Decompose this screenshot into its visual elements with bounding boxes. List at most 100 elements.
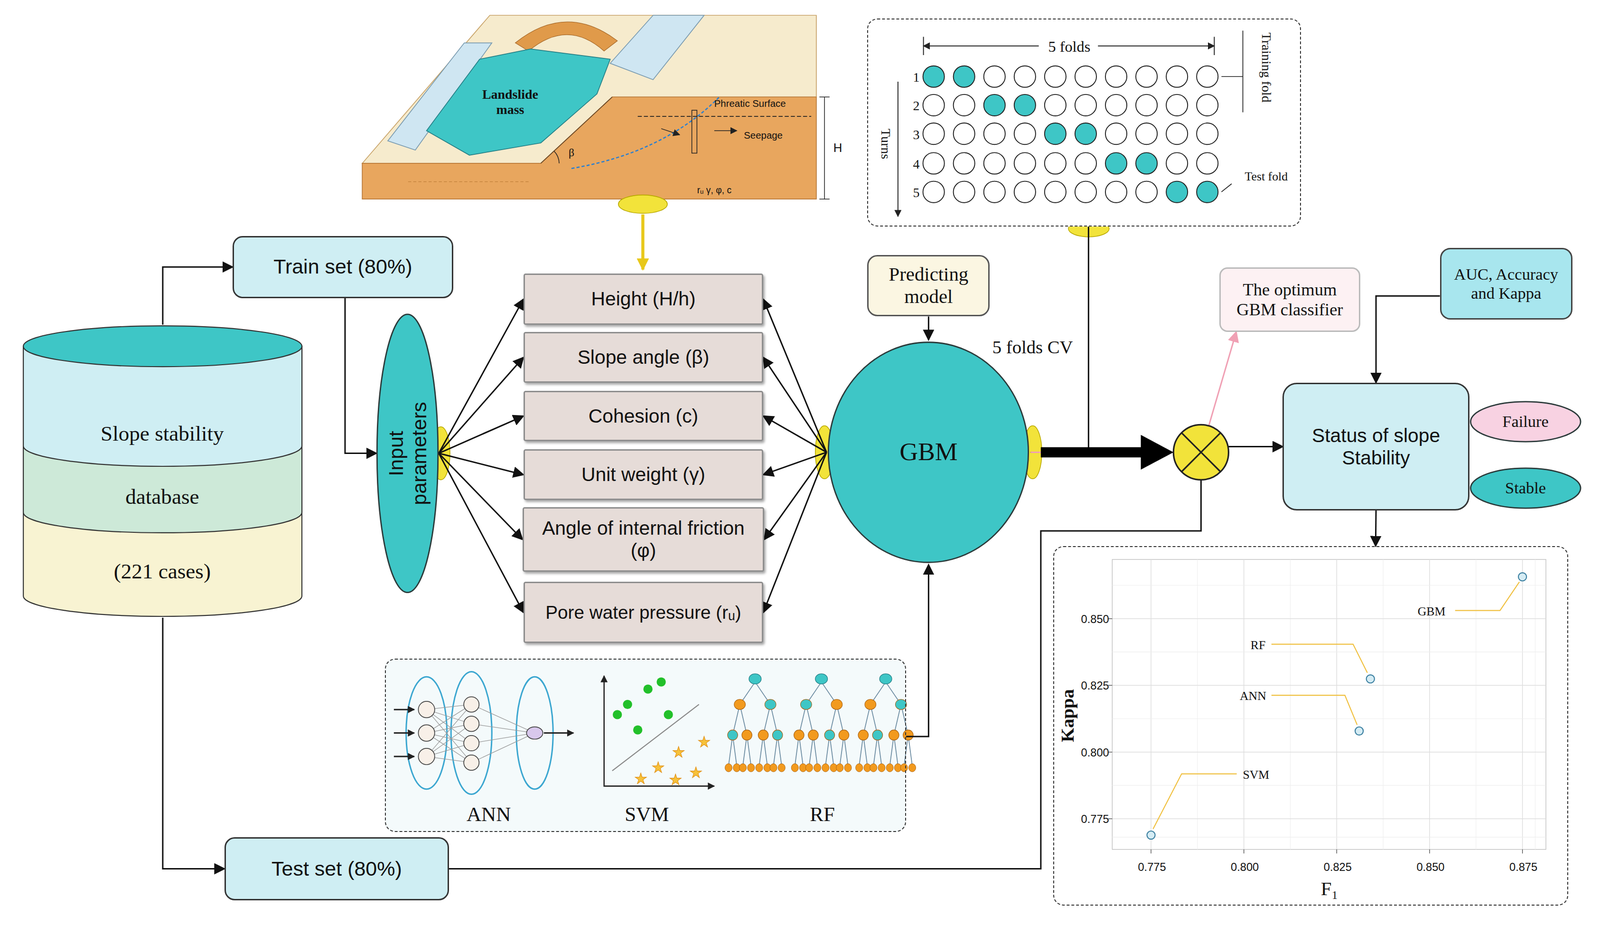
slip-surface: [571, 96, 720, 169]
ellipse-shape: [377, 314, 439, 593]
text-holder: Status of slope Stability: [1283, 383, 1468, 509]
rf-node: [794, 729, 805, 740]
combiner-circle: [1173, 424, 1229, 480]
node-text: 3: [912, 127, 920, 143]
training-fold-circle: [953, 152, 975, 174]
axis-tick: [1522, 849, 1523, 854]
training-fold-circle: [953, 181, 975, 203]
ellipse-node: Input parameters: [376, 311, 439, 596]
node-text: Stable: [1505, 478, 1546, 498]
process-box: Pore water pressure (rᵤ): [523, 581, 764, 643]
rf-node: [895, 699, 908, 710]
grid-line: [1112, 718, 1546, 719]
svm-class-star: [690, 766, 702, 778]
grid-line: [1150, 559, 1152, 850]
node-text: SVM: [624, 802, 669, 826]
connector: [162, 266, 233, 325]
ann-neuron: [463, 696, 479, 712]
training-fold-circle: [1135, 122, 1158, 145]
text-holder: Stable: [1469, 467, 1582, 509]
ann-layer: [450, 671, 492, 795]
kappa-f1-chart: [1053, 545, 1569, 906]
test-fold-circle: [1166, 181, 1188, 203]
grid-line: [1383, 559, 1384, 850]
rf-node: [858, 729, 869, 740]
training-fold-circle: [1075, 152, 1097, 174]
node-text: The optimum GBM classifier: [1229, 279, 1351, 320]
rf-node: [727, 729, 738, 740]
connector: [1375, 295, 1441, 383]
text-holder: GBM: [826, 339, 1031, 565]
label-text: Phreatic Surface: [714, 98, 786, 110]
training-fold-circle: [1014, 181, 1036, 203]
node-text: database: [125, 484, 199, 510]
node-text: 5 folds: [1048, 37, 1091, 56]
node-text: Kappa: [1056, 688, 1078, 742]
text-block: The optimum GBM classifier: [1229, 279, 1351, 320]
panel-ground: [384, 658, 907, 832]
rf-node: [872, 729, 883, 740]
ann-neuron: [463, 735, 479, 751]
training-fold-circle: [1196, 65, 1218, 88]
text-block: Predicting model: [875, 263, 983, 309]
training-fold-circle: [1196, 152, 1218, 174]
piezometer: [692, 110, 698, 153]
ellipse-shape: [1470, 467, 1581, 508]
node-text: Test fold: [1244, 169, 1289, 184]
connector: [1375, 510, 1377, 546]
training-fold-circle: [1105, 122, 1127, 145]
rf-leaf: [791, 763, 799, 772]
node-text: Status of slope Stability: [1291, 424, 1461, 469]
ann-input-arrow: [393, 708, 415, 711]
height-dimension: [819, 96, 830, 199]
label-text: rᵤ γ, φ, c: [697, 184, 732, 196]
node-text: Slope stability: [100, 421, 224, 447]
ann-input-arrow: [393, 731, 415, 734]
text-holder: AUC, Accuracy and Kappa: [1441, 249, 1572, 318]
rf-leaf: [836, 763, 844, 772]
connector: [438, 453, 524, 613]
process-box: AUC, Accuracy and Kappa: [1440, 247, 1573, 319]
ann-neuron: [418, 724, 435, 741]
rf-leaf: [747, 763, 755, 772]
connector: [162, 617, 225, 869]
test-fold-circle: [923, 65, 945, 88]
label-text: Landslide mass: [471, 86, 549, 118]
connector-tab: [618, 195, 668, 214]
test-fold-circle: [953, 65, 975, 88]
node-text: RF: [1250, 637, 1266, 653]
dashed-panel: 0.8500.8250.8000.7750.7750.8000.8250.850…: [1053, 545, 1569, 906]
training-fold-circle: [1014, 122, 1036, 145]
ann-output: [526, 726, 543, 740]
training-fold-circle: [1135, 181, 1158, 203]
training-fold-circle: [1196, 94, 1218, 116]
text-block: Failure: [1502, 411, 1549, 431]
text-block: GBM: [899, 437, 958, 467]
text-block: Angle of internal friction (φ): [529, 516, 758, 562]
data-point: [1146, 830, 1155, 839]
node-text: 4: [912, 156, 920, 172]
training-fold-circle: [1014, 152, 1036, 174]
svm-class-dot: [643, 683, 653, 693]
training-fold-bracket: [1221, 30, 1243, 113]
axis-tick: [1243, 849, 1245, 854]
ann-neuron: [418, 701, 435, 718]
training-fold-circle: [1135, 94, 1158, 116]
training-fold-circle: [923, 181, 945, 203]
training-fold-circle: [1166, 94, 1188, 116]
leader-line: [1271, 694, 1358, 725]
database-cylinder: Slope stabilitydatabase(221 cases): [22, 324, 303, 618]
connector: [1088, 226, 1283, 452]
node-text: Input parameters: [383, 389, 431, 517]
rf-node: [879, 673, 892, 684]
label-text: H: [833, 140, 843, 156]
grid-line: [1290, 559, 1291, 850]
grid-line: [1112, 617, 1546, 619]
seepage-arrow: [661, 128, 680, 135]
rf-node: [757, 729, 768, 740]
node-text: Training fold: [1258, 32, 1274, 103]
leader-line: [1271, 644, 1368, 673]
connector: [438, 415, 524, 453]
seepage-arrow: [714, 130, 737, 131]
